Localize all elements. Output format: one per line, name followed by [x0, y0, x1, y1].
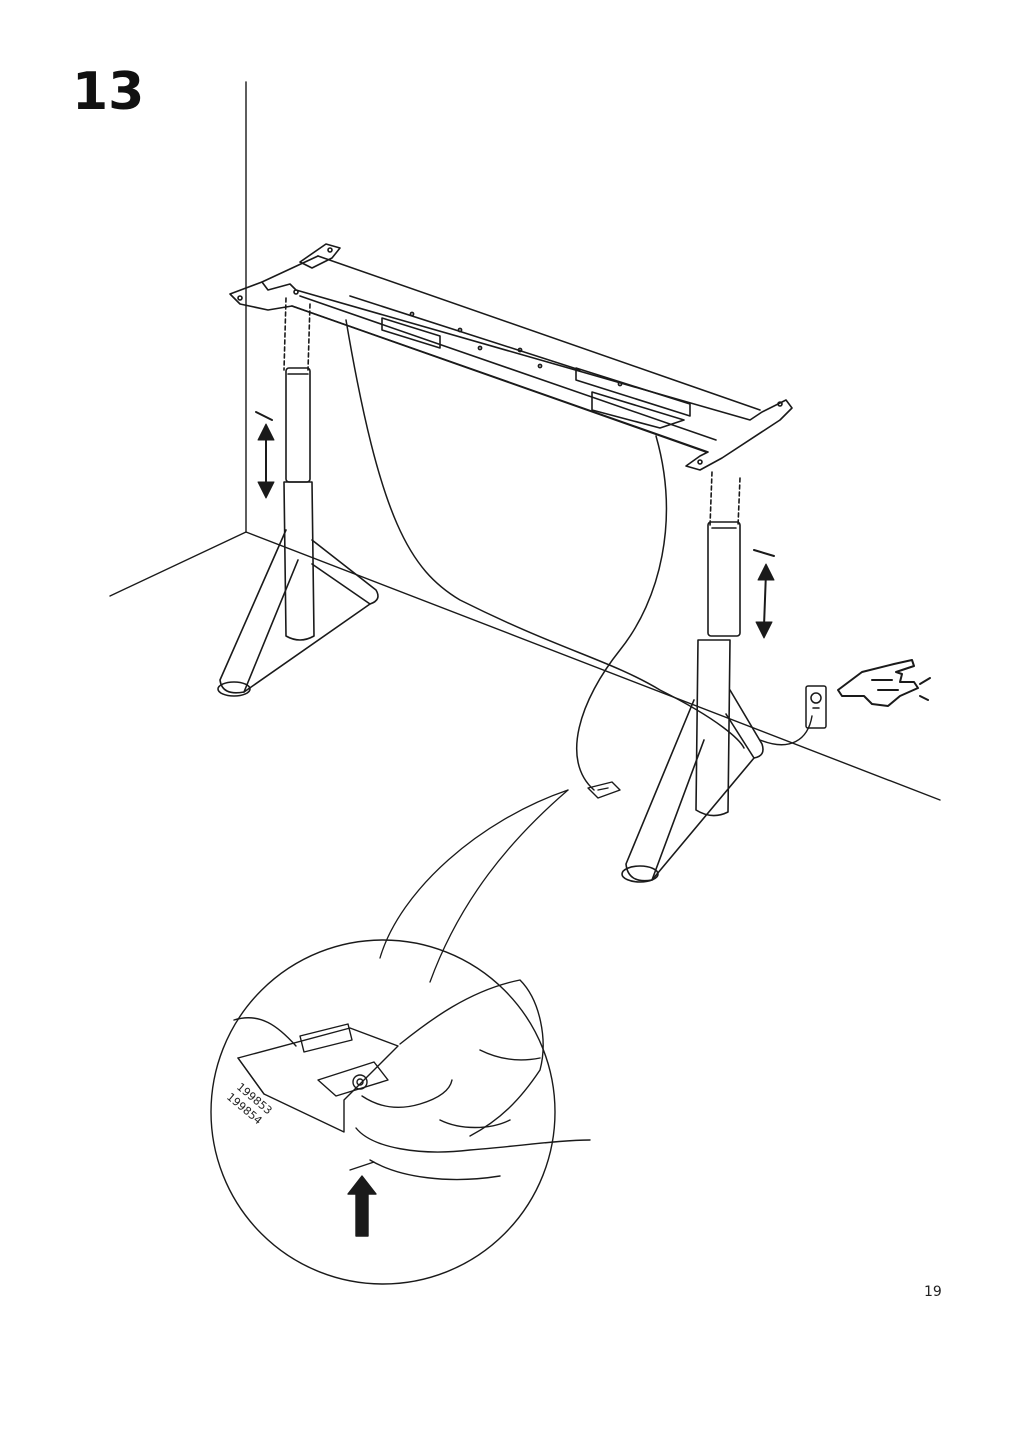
up-arrow-icon	[347, 1161, 377, 1237]
up-down-arrow-left-icon	[255, 411, 273, 487]
page-number: 19	[924, 1284, 942, 1300]
detail-callout-lines	[379, 789, 569, 983]
room-corner-lines	[109, 81, 941, 801]
detail-control-unit	[233, 1017, 399, 1133]
step-number: 13	[72, 62, 145, 122]
arrow-heads	[257, 423, 775, 639]
part-number-labels: 199853 199854	[224, 1080, 275, 1127]
up-down-arrow-right-icon	[753, 549, 775, 627]
pointing-hand-icon	[837, 659, 931, 707]
control-cable	[345, 319, 745, 791]
desk-frame-top	[229, 243, 793, 471]
control-button-small	[587, 781, 621, 799]
wall-socket-icon	[805, 685, 827, 729]
left-leg	[217, 297, 379, 697]
right-leg	[621, 471, 764, 883]
detail-hand	[355, 979, 591, 1181]
power-cable	[759, 715, 813, 746]
detail-circle	[210, 939, 556, 1285]
